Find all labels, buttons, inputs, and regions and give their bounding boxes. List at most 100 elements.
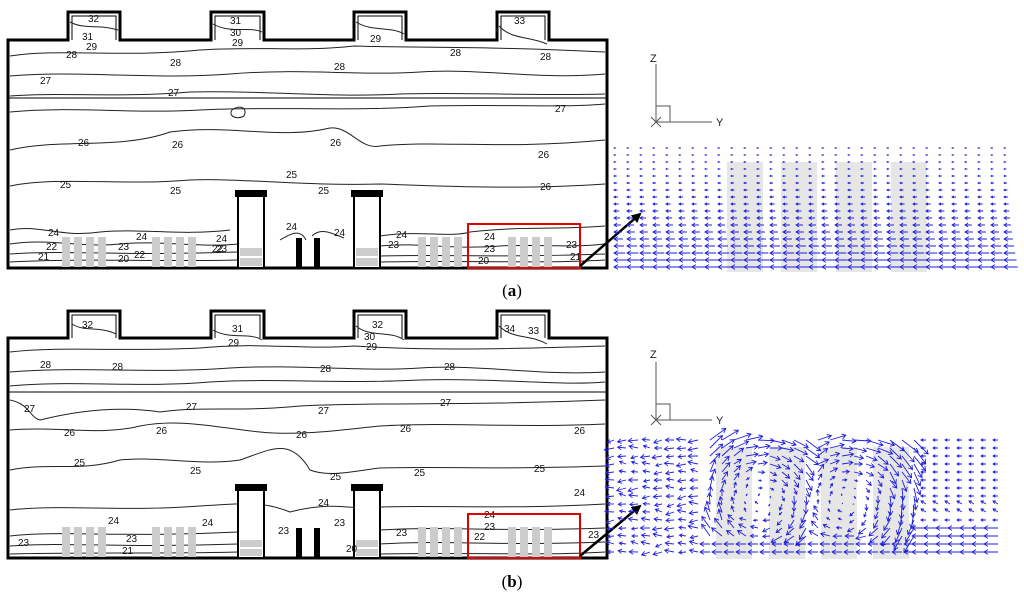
velocity-vector: [848, 147, 850, 148]
velocity-vector: [952, 216, 958, 219]
contour-label: 24: [574, 488, 586, 499]
velocity-vector: [640, 182, 643, 184]
contour-label: 29: [228, 338, 240, 349]
velocity-vector: [665, 438, 674, 443]
velocity-vector: [757, 154, 759, 155]
velocity-vector: [666, 511, 674, 515]
velocity-vector: [705, 265, 719, 270]
caption-b: (b): [502, 572, 523, 591]
velocity-vector: [666, 161, 668, 162]
velocity-vector: [640, 265, 654, 270]
velocity-vector: [608, 535, 614, 538]
velocity-vector: [981, 509, 986, 512]
velocity-vector: [666, 216, 672, 219]
contour-label: 26: [296, 430, 308, 441]
velocity-vector: [705, 154, 707, 155]
velocity-vector: [666, 189, 669, 191]
velocity-vector: [926, 175, 929, 176]
velocity-vector: [643, 485, 650, 489]
velocity-vector: [861, 147, 863, 148]
velocity-vector: [653, 182, 656, 184]
velocity-vector: [666, 265, 680, 270]
velocity-vector: [653, 223, 660, 227]
panel-a: 32 31 29 30 31 29 33 29 28 28 28 28 28 2…: [8, 12, 1018, 300]
contour-label: 24: [136, 232, 148, 243]
velocity-vector: [676, 463, 686, 468]
vent-inner-lines: [72, 315, 545, 338]
velocity-vector: [874, 147, 876, 148]
velocity-vector: [809, 147, 811, 148]
velocity-vector: [848, 154, 850, 155]
velocity-vector: [939, 203, 944, 205]
velocity-vector: [666, 518, 674, 522]
velocity-vector: [921, 501, 926, 504]
caption-a: (a): [502, 281, 522, 300]
velocity-vector: [1004, 189, 1007, 191]
contour-label: 23: [566, 240, 578, 251]
velocity-vector: [939, 175, 942, 176]
velocity-vector: [758, 470, 765, 474]
velocity-vector: [718, 161, 720, 162]
contour-label: 21: [38, 252, 50, 263]
velocity-vector: [758, 452, 769, 457]
velocity-vector: [981, 501, 986, 504]
velocity-vector: [692, 168, 694, 169]
velocity-vector: [887, 168, 889, 169]
contour-label: 23: [278, 526, 290, 537]
velocity-vector: [993, 471, 998, 474]
velocity-vector: [1004, 203, 1009, 205]
velocity-vector: [965, 210, 970, 213]
velocity-vector: [641, 540, 650, 545]
contour-label: 29: [232, 38, 244, 49]
velocity-vector: [656, 463, 662, 466]
velocity-vector: [653, 265, 667, 270]
contour-label: 28: [170, 58, 182, 69]
velocity-vector: [887, 182, 890, 184]
velocity-vector: [640, 196, 644, 198]
velocity-vector: [718, 196, 722, 198]
velocity-vector: [655, 503, 662, 507]
velocity-vector: [822, 230, 830, 234]
velocity-vector: [744, 154, 746, 155]
velocity-vector: [939, 223, 946, 227]
velocity-vector: [822, 189, 825, 191]
velocity-vector: [969, 463, 974, 466]
velocity-vector: [627, 258, 639, 263]
velocity-vector: [731, 154, 733, 155]
velocity-vector: [900, 168, 902, 169]
velocity-vector: [978, 154, 980, 155]
velocity-vector: [933, 495, 938, 498]
velocity-vector: [700, 550, 710, 555]
contour-label: 26: [330, 138, 342, 149]
velocity-vector: [653, 532, 662, 537]
velocity-vector: [770, 182, 773, 184]
velocity-vector: [921, 487, 926, 490]
velocity-vector: [874, 216, 880, 219]
velocity-vector: [627, 161, 629, 162]
contour-label: 31: [232, 324, 244, 335]
velocity-vector: [770, 196, 774, 198]
velocity-vector: [830, 434, 846, 440]
velocity-vector: [913, 168, 915, 169]
velocity-vector: [653, 494, 662, 499]
velocity-vector: [705, 244, 715, 249]
contour-label: 33: [514, 16, 526, 27]
contour-label: 25: [170, 186, 182, 197]
velocity-vector: [653, 244, 663, 249]
contour-label: 25: [534, 464, 546, 475]
velocity-vector: [700, 542, 710, 547]
contour-label: 26: [172, 140, 184, 151]
velocity-vector: [939, 189, 942, 191]
velocity-vector: [755, 502, 758, 504]
velocity-vector: [691, 469, 698, 473]
velocity-vector: [926, 258, 938, 263]
velocity-vector: [993, 447, 998, 450]
velocity-vector: [666, 154, 668, 155]
contour-label: 28: [450, 48, 462, 59]
greenhouse-section-a: 32 31 29 30 31 29 33 29 28 28 28 28 28 2…: [8, 12, 640, 268]
contour-label: 23: [334, 518, 346, 529]
velocity-vector: [692, 182, 695, 184]
velocity-vector: [678, 478, 686, 482]
velocity-vector: [965, 147, 967, 148]
velocity-vector: [822, 244, 832, 249]
